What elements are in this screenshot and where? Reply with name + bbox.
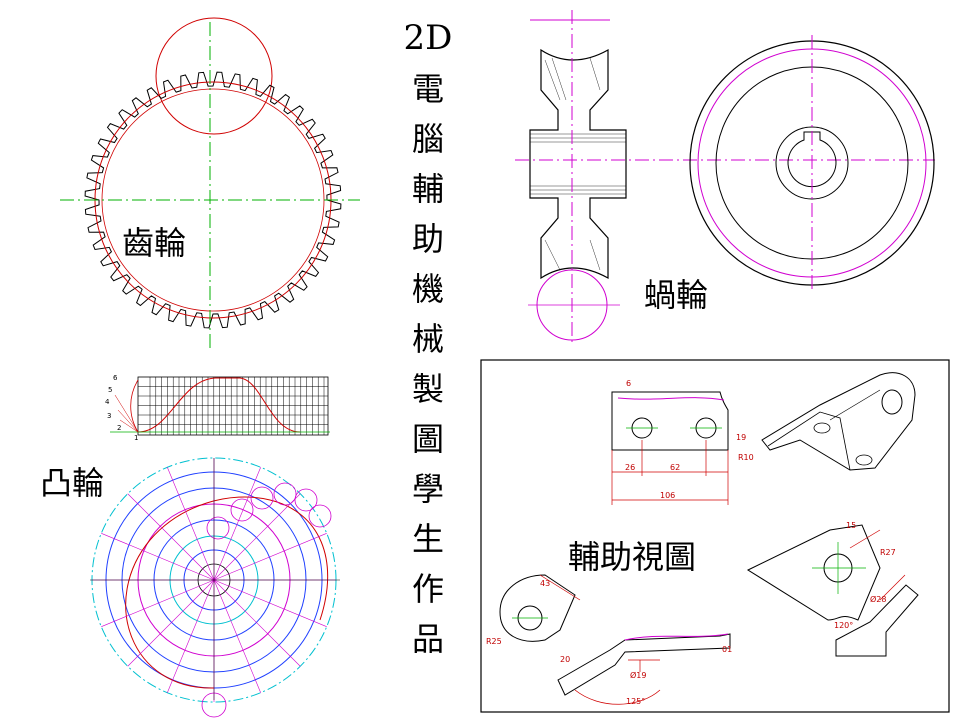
title-char: 製 [411, 370, 444, 408]
cam-scale-label: 2 [117, 424, 121, 432]
cam-ray [213, 533, 327, 581]
cam-follower-roller [273, 482, 297, 506]
title-char: 助 [411, 220, 444, 258]
cam-scale-label: 1 [134, 434, 138, 442]
dim-26: 26 [625, 463, 635, 472]
title-char: 輔 [411, 170, 444, 208]
dim-19: 19 [736, 433, 746, 442]
aux-view-bottom-right: Ø28 120° [834, 574, 919, 657]
cam-ray [101, 579, 215, 627]
cam-ray [213, 579, 327, 627]
cam-scale-label: 6 [113, 374, 118, 382]
dim-125deg: 125° [626, 697, 645, 706]
dim-01: 01 [722, 645, 732, 654]
cam-drawing [90, 457, 340, 718]
dim-r27: R27 [880, 548, 896, 557]
dim-6: 6 [626, 379, 631, 388]
cam-ray [213, 579, 301, 667]
title-char: 生 [411, 520, 444, 558]
dim-20: 20 [560, 655, 570, 664]
title-char: 學 [411, 470, 444, 508]
cam-ray [213, 493, 301, 581]
dim-62: 62 [670, 463, 680, 472]
dim-r10: R10 [738, 453, 754, 462]
aux-view-frame [480, 359, 950, 713]
cam-scale-label: 5 [108, 386, 112, 394]
worm-wheel-section [515, 10, 935, 345]
dim-phi19: Ø19 [630, 670, 646, 680]
title-char: 腦 [411, 120, 444, 158]
gear-drawing [60, 17, 360, 350]
dim-120deg: 120° [834, 621, 853, 630]
worm-wheel-front [689, 35, 935, 290]
aux-view-bottom-left: 43 R25 [486, 574, 581, 646]
cam-ray [127, 579, 215, 667]
title-char: 機 [411, 270, 444, 308]
title-prefix: 2D [403, 18, 453, 58]
cam-follower-roller [294, 488, 318, 512]
cam-ray [127, 493, 215, 581]
aux-plate-front: 6 26 62 106 19 R10 [611, 379, 754, 505]
cam-ray [101, 533, 215, 581]
title-char: 械 [411, 320, 444, 358]
cam-ray [167, 579, 215, 693]
dim-106: 106 [660, 491, 675, 500]
dim-43: 43 [540, 579, 550, 588]
title-char: 作 [411, 570, 444, 608]
title-char: 圖 [411, 420, 444, 458]
title-char: 電 [411, 70, 444, 108]
cam-scale-label: 3 [107, 412, 111, 420]
cam-ray [213, 579, 261, 693]
cam-follower-roller [308, 504, 332, 528]
aux-view-label: 輔助視圖 [568, 538, 697, 576]
dim-r25: R25 [486, 637, 502, 646]
dim-phi28: Ø28 [870, 594, 886, 604]
cam-ray [213, 467, 261, 581]
cam-scale-label: 4 [105, 398, 110, 406]
dim-15: 15 [846, 521, 856, 530]
cam-follower-roller [230, 498, 254, 522]
cam-displacement-diagram: 6 5 4 3 2 1 [105, 374, 330, 442]
aux-isometric-bracket [761, 372, 916, 471]
vertical-title: 2D 電 腦 輔 助 機 械 製 圖 學 生 作 品 [388, 18, 468, 664]
worm-wheel-label: 蝸輪 [644, 276, 709, 314]
aux-view-right: 15 R27 [746, 521, 896, 621]
aux-view-bottom-bent: 20 Ø19 125° 01 [557, 633, 732, 706]
gear-teeth [84, 71, 342, 329]
cam-follower-roller [250, 486, 274, 510]
cam-ray [167, 467, 215, 581]
cam-label: 凸輪 [40, 464, 105, 502]
gear-label: 齒輪 [122, 224, 187, 262]
title-char: 品 [411, 620, 444, 658]
cam-follower-roller [206, 516, 230, 540]
